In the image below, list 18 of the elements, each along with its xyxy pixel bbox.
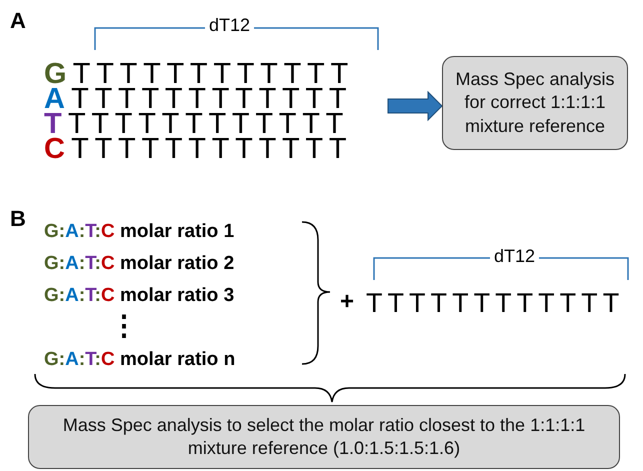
sequence-row-text: T T T T T T T T T T T T T — [44, 112, 344, 137]
panel-letter: A — [10, 10, 26, 32]
sequence-row-text: A T T T T T T T T T T T T — [44, 87, 348, 112]
process-box: Mass Spec analysis for correct 1:1:1:1 mixture reference — [442, 56, 628, 150]
sequence-row: T T T T T T T T T T T T — [366, 291, 620, 316]
ellipsis: ⋮ — [110, 312, 138, 340]
dimension-label: dT12 — [205, 16, 254, 34]
molar-ratio-label: G:A:T:C molar ratio 3 — [44, 286, 234, 305]
sequence-row-text: C T T T T T T T T T T T T — [44, 137, 348, 162]
sequence-row-text: G T T T T T T T T T T T T — [44, 62, 350, 87]
process-box: Mass Spec analysis to select the molar ratio closest to the 1:1:1:1 mixture reference (1.0:1.5:1.5:1.6) — [28, 405, 620, 469]
molar-ratio-label: G:A:T:C molar ratio n — [44, 350, 236, 369]
arrow — [388, 90, 443, 122]
panel-letter: B — [10, 208, 26, 230]
molar-ratio-label: G:A:T:C molar ratio 1 — [44, 222, 234, 241]
molar-ratio-label: G:A:T:C molar ratio 2 — [44, 254, 234, 273]
plus-sign: + — [340, 290, 354, 314]
dimension-label: dT12 — [490, 247, 540, 265]
